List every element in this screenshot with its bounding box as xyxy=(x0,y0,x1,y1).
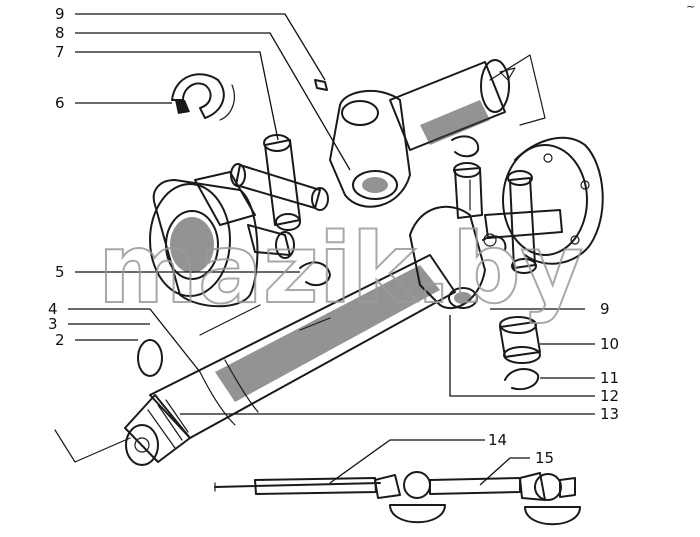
splined-shaft-end xyxy=(124,394,191,466)
rear-universal-cross xyxy=(483,170,563,274)
callout-11: 11 xyxy=(600,369,619,387)
callout-7: 7 xyxy=(55,43,65,61)
assembly-guide-lines xyxy=(54,54,546,463)
callout-6: 6 xyxy=(55,94,65,112)
grease-nipple xyxy=(314,79,328,91)
callout-9-top: 9 xyxy=(55,5,65,23)
circlip xyxy=(504,368,540,391)
callout-10: 10 xyxy=(600,335,619,353)
driveshaft-tube xyxy=(149,254,456,439)
cork-seal xyxy=(171,73,235,121)
flange-bearing-cup xyxy=(247,224,295,259)
front-flange xyxy=(149,171,259,308)
snap-ring-rear xyxy=(482,235,507,251)
callout-14: 14 xyxy=(488,431,507,449)
snap-ring xyxy=(299,261,331,287)
callout-9-right: 9 xyxy=(600,300,610,318)
leader-lines xyxy=(68,13,595,486)
callout-3: 3 xyxy=(48,315,58,333)
watermark-text: mazik.by xyxy=(98,213,583,325)
rear-flange xyxy=(502,136,604,265)
callout-8: 8 xyxy=(55,24,65,42)
sliding-yoke xyxy=(329,89,411,208)
corner-mark: ~ xyxy=(686,0,695,13)
callout-15: 15 xyxy=(535,449,554,467)
callout-2: 2 xyxy=(55,331,65,349)
o-ring-seal xyxy=(137,339,163,377)
callout-13: 13 xyxy=(600,405,619,423)
callout-5: 5 xyxy=(55,263,65,281)
sliding-yoke-tube xyxy=(389,59,510,151)
shaft-yoke xyxy=(409,205,486,310)
assembled-driveshaft-view xyxy=(214,471,581,526)
universal-joint-cross xyxy=(230,134,329,231)
callout-4: 4 xyxy=(48,300,58,318)
yoke-pin xyxy=(453,162,483,219)
callout-12: 12 xyxy=(600,387,619,405)
snap-ring-upper xyxy=(451,135,480,158)
needle-bearing xyxy=(499,316,541,364)
